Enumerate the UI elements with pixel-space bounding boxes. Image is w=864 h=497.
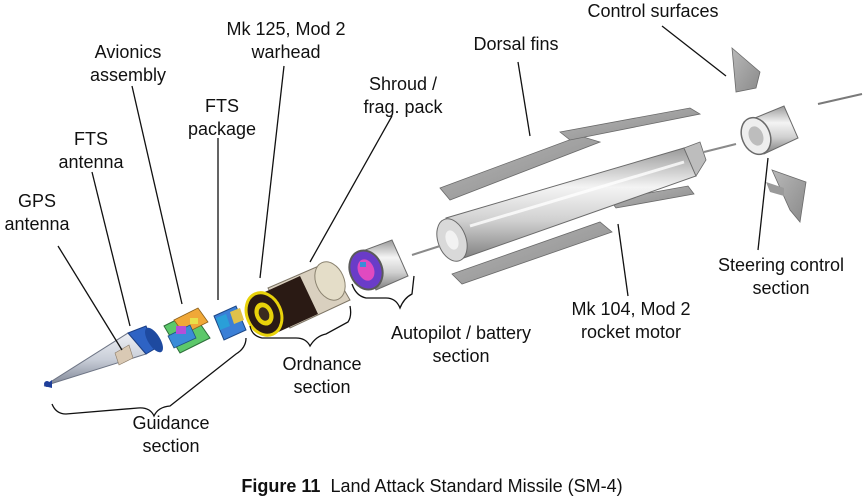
leader-steering bbox=[757, 157, 769, 251]
autopilot-battery-module bbox=[348, 239, 409, 291]
figure-caption-text: Land Attack Standard Missile (SM-4) bbox=[330, 476, 623, 496]
label-fts-package: FTS package bbox=[187, 96, 257, 139]
dorsal-fin-upper bbox=[439, 107, 702, 201]
leader-rocket-motor bbox=[617, 223, 629, 297]
leader-shroud bbox=[309, 115, 393, 263]
leader-lines bbox=[57, 25, 769, 351]
figure-caption: Figure 11 Land Attack Standard Missile (… bbox=[0, 476, 864, 497]
label-gps-antenna: GPS antenna bbox=[4, 191, 70, 234]
fts-package bbox=[213, 305, 247, 341]
label-avionics-assembly: Avionics assembly bbox=[89, 42, 167, 85]
label-warhead: Mk 125, Mod 2 warhead bbox=[226, 19, 346, 62]
leader-fts-antenna bbox=[91, 171, 131, 327]
steering-control-ring bbox=[740, 93, 863, 156]
warhead-cylinder bbox=[244, 261, 351, 337]
label-dorsal-fins: Dorsal fins bbox=[473, 34, 559, 54]
leader-warhead bbox=[259, 65, 285, 279]
dorsal-fin-lower bbox=[451, 185, 695, 285]
rocket-motor bbox=[411, 141, 737, 262]
avionics-assembly bbox=[163, 307, 211, 354]
label-fts-antenna: FTS antenna bbox=[58, 129, 124, 172]
control-surface-lower bbox=[766, 169, 807, 223]
bracket-autopilot bbox=[351, 275, 415, 310]
leader-avionics bbox=[131, 85, 183, 305]
label-steering-control-section: Steering control section bbox=[717, 255, 845, 298]
leader-control-surfaces bbox=[661, 25, 727, 77]
label-rocket-motor: Mk 104, Mod 2 rocket motor bbox=[571, 299, 691, 342]
bracket-ordnance bbox=[249, 305, 352, 348]
nose-tip-marker bbox=[44, 380, 52, 388]
control-surface-upper bbox=[731, 47, 761, 93]
figure-number: Figure 11 bbox=[241, 476, 321, 496]
label-guidance-section: Guidance section bbox=[132, 413, 210, 456]
nose-cone bbox=[43, 325, 163, 387]
label-autopilot-battery-section: Autopilot / battery section bbox=[390, 323, 532, 366]
leader-dorsal-fins bbox=[517, 61, 531, 137]
bracket-guidance bbox=[51, 337, 247, 418]
section-brackets bbox=[51, 275, 415, 418]
label-shroud-frag-pack: Shroud / frag. pack bbox=[363, 74, 443, 117]
leader-gps-antenna bbox=[57, 245, 123, 351]
label-ordnance-section: Ordnance section bbox=[282, 354, 362, 397]
label-control-surfaces: Control surfaces bbox=[587, 1, 719, 21]
